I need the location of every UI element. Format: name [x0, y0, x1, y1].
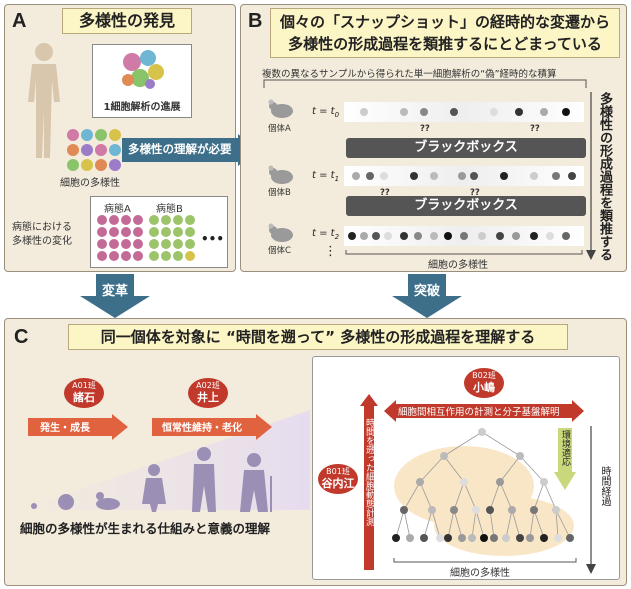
t0-text: t = t — [312, 106, 335, 117]
a02-arrow-label: 恒常性維持・老化 — [162, 423, 242, 434]
blackbox-2: ブラックボックス — [346, 196, 586, 216]
disease-label-2: 多様性の変化 — [12, 236, 72, 247]
row-b-cells-icon — [352, 172, 576, 180]
lineage-tree-icon — [392, 428, 574, 556]
a01-group: A01班 — [72, 381, 96, 390]
a02-arrow-icon — [152, 414, 272, 440]
a01-name: 諸石 — [73, 391, 95, 404]
disease-b-cells-icon — [149, 215, 195, 261]
panel-c-title: 同一個体を対象に “時間を遡って” 多様性の形成過程を理解する — [68, 324, 568, 350]
panel-b-bottom-label: 細胞の多様性 — [428, 260, 488, 271]
a02-name: 井上 — [197, 391, 219, 404]
b01-group: B01班 — [326, 467, 350, 476]
individual-c-label: 個体C — [268, 246, 291, 256]
disease-b-label: 病態B — [156, 204, 183, 215]
disease-a-cells-icon — [97, 215, 143, 261]
row-a-cells-icon — [360, 108, 570, 116]
b02-name: 小嶋 — [473, 381, 495, 394]
panel-b-title: 個々の「スナップショット」の経時的な変遷から 多様性の形成過程を類推するにとどま… — [270, 8, 620, 58]
tree-bracket-icon — [393, 558, 577, 563]
t1-label: t = t1 — [312, 170, 339, 183]
qq-2: ?? — [530, 124, 540, 134]
advance-label: 1細胞解析の進展 — [103, 102, 181, 113]
disease-label-1: 病態における — [12, 222, 72, 233]
qq-3: ?? — [380, 188, 390, 198]
panel-b-subtitle: 複数の異なるサンプルから得られた単一細胞解析の“偽”経時的な積算 — [262, 69, 557, 80]
t2-sub: 2 — [334, 233, 340, 241]
t1-sub: 1 — [334, 175, 340, 183]
b02-group: B02班 — [472, 371, 496, 380]
a02-group: A02班 — [196, 381, 220, 390]
bottom-bracket-icon — [345, 250, 583, 255]
a01-arrow-icon — [28, 414, 128, 440]
disease-a-label: 病態A — [104, 204, 131, 215]
b01-badge: B01班 谷内江 — [318, 464, 358, 494]
blackbox-1: ブラックボックス — [346, 138, 586, 158]
time-arrow-icon — [586, 426, 596, 574]
a01-badge: A01班 諸石 — [64, 378, 104, 408]
t0-sub: 0 — [334, 111, 340, 119]
panel-c-conclusion: 細胞の多様性が生まれる仕組みと意義の理解 — [20, 521, 271, 536]
b02-arrow-label: 細胞間相互作用の計測と分子基盤解明 — [398, 407, 560, 418]
vertical-dots: ⋮ — [324, 244, 337, 259]
time-label: 時間経過 — [599, 466, 610, 506]
panel-b-title-line1: 個々の「スナップショット」の経時的な変遷から — [279, 13, 610, 31]
life-stages-silhouette-icon — [31, 447, 272, 512]
row-a-band — [344, 102, 584, 122]
cell-diversity-grid-icon — [67, 129, 121, 171]
individual-a-label: 個体A — [268, 124, 291, 134]
b01-name: 谷内江 — [321, 477, 355, 490]
b02-badge: B02班 小嶋 — [464, 368, 504, 398]
cell-diversity-label: 細胞の多様性 — [60, 178, 120, 189]
row-c-cells-icon — [348, 232, 570, 240]
down-arrow-icon — [586, 92, 596, 260]
right-transition-label: 突破 — [413, 284, 440, 299]
panel-a-title: 多様性の発見 — [62, 8, 192, 34]
mouse-c-icon — [268, 223, 293, 242]
panel-a-letter: A — [12, 10, 27, 32]
need-arrow-icon — [122, 134, 258, 166]
b02-arrow-icon — [384, 400, 584, 422]
cell-cluster-map-icon — [122, 50, 164, 89]
disease-ellipsis: ••• — [201, 232, 225, 246]
a02-badge: A02班 井上 — [188, 378, 228, 408]
human-silhouette-icon — [28, 43, 60, 158]
panel-c-letter: C — [14, 326, 29, 348]
qq-4: ?? — [470, 188, 480, 198]
a01-arrow-label: 発生・成長 — [40, 423, 90, 434]
top-bracket-icon — [263, 79, 587, 88]
t1-text: t = t — [312, 170, 335, 181]
right-transition-arrow-icon — [392, 274, 462, 318]
left-transition-label: 変革 — [101, 284, 128, 299]
t0-label: t = t0 — [312, 106, 339, 119]
mouse-b-icon — [268, 165, 293, 184]
panel-b-vertical-label: 多様性の形成過程を類推する — [597, 92, 612, 261]
individual-b-label: 個体B — [268, 188, 291, 198]
env-label: 環境適応 — [560, 430, 570, 466]
panel-b-title-line2: 多様性の形成過程を類推するにとどまっている — [288, 35, 602, 53]
panel-c-bottom-label: 細胞の多様性 — [450, 568, 510, 579]
qq-1: ?? — [420, 124, 430, 134]
b01-arrow-label: 時間を遡った細胞動態計測 — [364, 418, 374, 526]
t2-label: t = t2 — [312, 228, 339, 241]
b01-arrow-icon — [360, 394, 378, 570]
panel-b-letter: B — [248, 10, 263, 32]
left-transition-arrow-icon — [80, 274, 150, 318]
need-label: 多様性の理解が必要 — [128, 142, 232, 156]
t2-text: t = t — [312, 228, 335, 239]
mouse-a-icon — [268, 99, 293, 118]
env-arrow-icon — [554, 428, 576, 490]
